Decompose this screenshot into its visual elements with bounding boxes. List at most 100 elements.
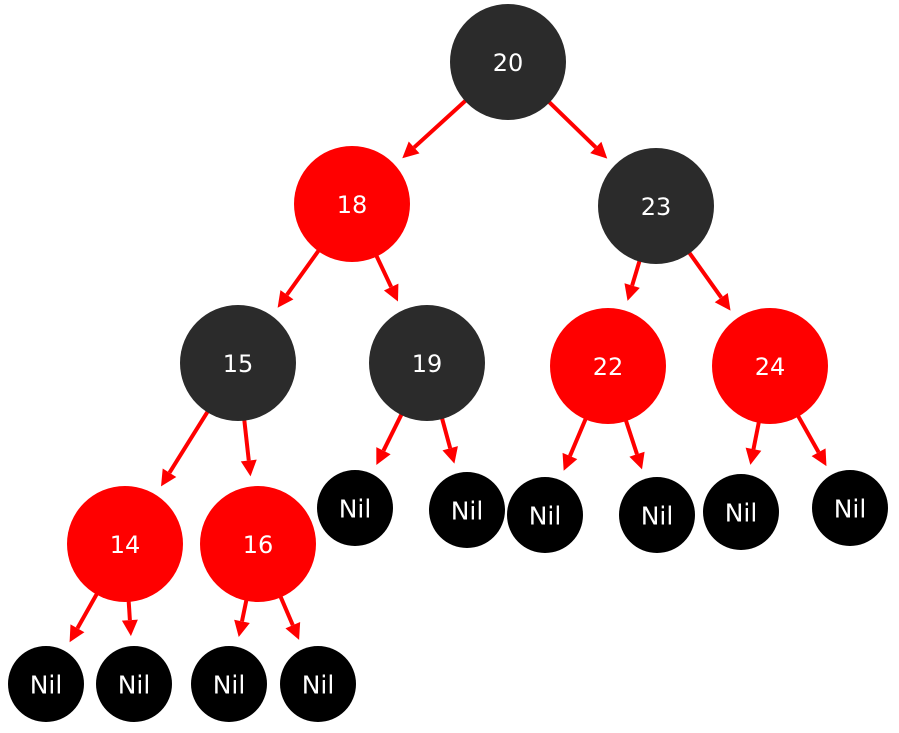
node-label: 22 (593, 353, 624, 381)
tree-node-n16: 16 (200, 486, 316, 602)
nil-node-nil19a: Nil (317, 470, 393, 546)
node-label: Nil (339, 495, 372, 524)
edge-line (684, 247, 723, 299)
edge-n16-nil16a (234, 594, 250, 637)
arrowhead-icon (285, 622, 301, 640)
node-label: Nil (213, 671, 246, 700)
black-node-circle (180, 305, 296, 421)
arrowhead-icon (811, 448, 827, 467)
nil-node-circle (619, 477, 695, 553)
red-node-circle (550, 308, 666, 424)
arrowhead-icon (383, 283, 399, 302)
arrowhead-icon (624, 283, 640, 301)
nil-node-circle (812, 470, 888, 546)
edge-line (543, 96, 598, 149)
nil-node-circle (703, 474, 779, 550)
black-node-circle (598, 148, 714, 264)
edge-line (412, 95, 471, 149)
arrowhead-icon (745, 447, 762, 465)
arrowhead-icon (562, 452, 578, 471)
node-label: 16 (243, 531, 274, 559)
tree-node-n24: 24 (712, 308, 828, 424)
tree-node-n14: 14 (67, 486, 183, 602)
arrowhead-icon (590, 141, 608, 159)
node-label: 18 (337, 191, 368, 219)
tree-node-n20: 20 (450, 4, 566, 120)
node-label: Nil (834, 495, 867, 524)
red-node-circle (294, 146, 410, 262)
nil-node-nil14a: Nil (8, 646, 84, 722)
arrowhead-icon (402, 141, 420, 159)
tree-node-n18: 18 (294, 146, 410, 262)
nil-node-nil22a: Nil (507, 477, 583, 553)
node-label: Nil (30, 671, 63, 700)
nil-node-circle (8, 646, 84, 722)
node-label: Nil (725, 499, 758, 528)
arrowhead-icon (234, 619, 250, 637)
node-label: 19 (412, 350, 443, 378)
node-label: 24 (755, 353, 786, 381)
edge-line (285, 245, 324, 296)
node-label: Nil (302, 671, 335, 700)
nil-node-nil16a: Nil (191, 646, 267, 722)
node-label: Nil (451, 497, 484, 526)
red-node-circle (200, 486, 316, 602)
nil-node-nil22b: Nil (619, 477, 695, 553)
edge-n20-n23 (543, 96, 608, 159)
arrowhead-icon (714, 292, 731, 311)
edge-line (372, 250, 393, 288)
edge-n24-nil24b (793, 410, 827, 467)
black-node-circle (369, 305, 485, 421)
edge-line (276, 591, 295, 626)
red-node-circle (67, 486, 183, 602)
node-label: Nil (118, 671, 151, 700)
edge-n14-nil14a (69, 588, 102, 643)
nil-node-circle (317, 470, 393, 546)
arrowhead-icon (376, 447, 391, 466)
edge-n15-n16 (240, 414, 257, 477)
arrowhead-icon (240, 459, 257, 477)
node-label: 15 (223, 350, 254, 378)
edge-line (167, 406, 213, 474)
node-label: 14 (110, 531, 141, 559)
edge-n19-nil19b (438, 412, 458, 464)
nil-node-circle (96, 646, 172, 722)
edge-n15-n14 (161, 406, 213, 487)
edge-n16-nil16b (276, 591, 301, 640)
nil-node-circle (507, 477, 583, 553)
edge-n23-n22 (624, 255, 643, 301)
arrowhead-icon (121, 619, 138, 637)
edge-n18-n15 (277, 245, 324, 308)
arrowhead-icon (629, 451, 645, 470)
nil-node-nil16b: Nil (280, 646, 356, 722)
nil-node-circle (429, 472, 505, 548)
tree-node-n22: 22 (550, 308, 666, 424)
edge-line (568, 413, 590, 457)
edge-line (438, 412, 453, 449)
node-label: 23 (641, 193, 672, 221)
node-label: 20 (493, 49, 524, 77)
edge-n22-nil22a (562, 413, 590, 471)
edge-n20-n18 (402, 95, 471, 159)
nil-node-nil24a: Nil (703, 474, 779, 550)
arrowhead-icon (442, 446, 458, 464)
arrowhead-icon (69, 624, 85, 643)
tree-node-n23: 23 (598, 148, 714, 264)
edge-line (75, 588, 102, 630)
edge-n24-nil24a (745, 416, 762, 465)
edge-line (381, 408, 406, 452)
tree-node-n19: 19 (369, 305, 485, 421)
tree-node-n15: 15 (180, 305, 296, 421)
edge-n23-n24 (684, 247, 731, 311)
red-node-circle (712, 308, 828, 424)
edge-line (793, 410, 821, 454)
nil-node-nil19b: Nil (429, 472, 505, 548)
black-node-circle (450, 4, 566, 120)
edge-n18-n19 (372, 250, 399, 302)
edge-line (622, 414, 639, 455)
arrowhead-icon (161, 468, 177, 487)
edge-n22-nil22b (622, 414, 645, 470)
edge-n19-nil19a (376, 408, 406, 466)
